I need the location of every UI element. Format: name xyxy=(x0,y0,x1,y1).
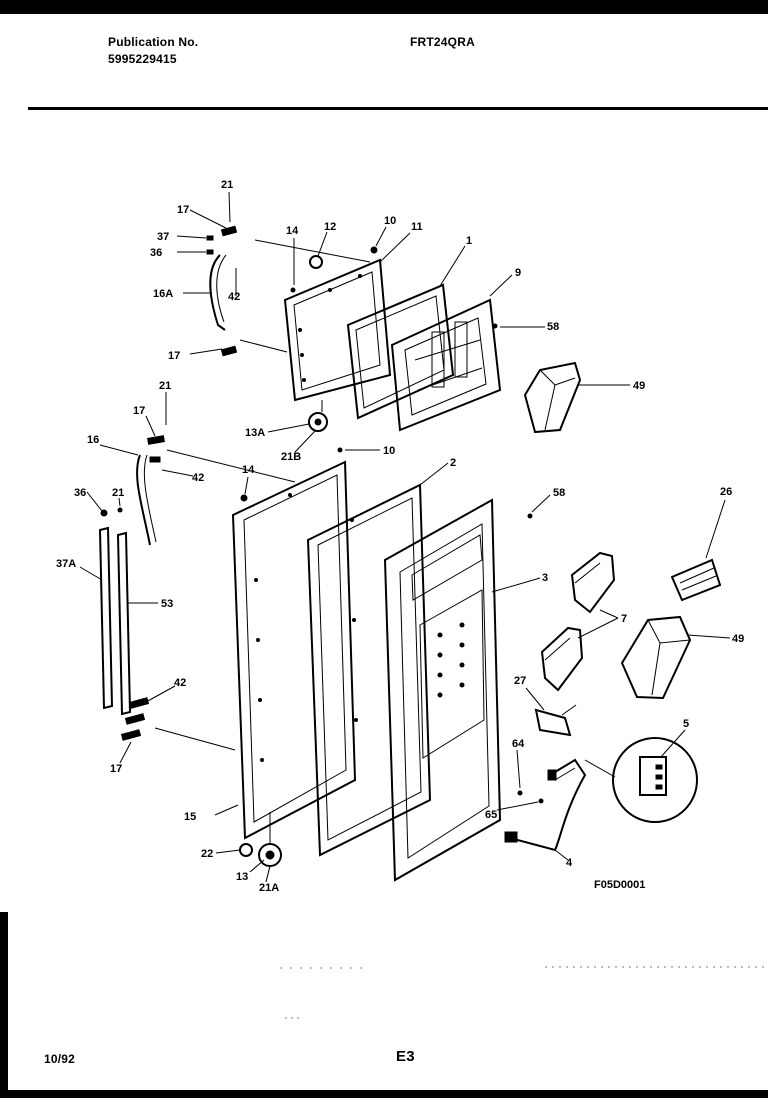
callout-42-mid: 42 xyxy=(192,472,204,484)
scan-artifacts xyxy=(280,966,765,1019)
callout-27: 27 xyxy=(514,675,526,687)
callout-49-low: 49 xyxy=(732,633,744,645)
callout-13: 13 xyxy=(236,871,248,883)
callout-9: 9 xyxy=(515,267,521,279)
callout-17-top: 17 xyxy=(177,204,189,216)
freezer-screw-10-top xyxy=(370,246,378,254)
scan-edge-mark xyxy=(0,912,8,1098)
freezer-screw-10-mid xyxy=(337,447,343,453)
fresh-food-door-liner xyxy=(383,498,502,882)
stop-22 xyxy=(239,843,253,857)
callout-21-low: 21 xyxy=(112,487,124,499)
upper-leader-lines xyxy=(176,191,630,453)
shelf-rail-7-lower xyxy=(540,626,584,692)
callout-26: 26 xyxy=(720,486,732,498)
callout-42-top: 42 xyxy=(228,291,240,303)
callout-22: 22 xyxy=(201,848,213,860)
hinge-bushing-21a xyxy=(265,850,275,860)
figure-code: F05D0001 xyxy=(594,879,645,891)
callout-65: 65 xyxy=(485,809,497,821)
freezer-hinge-bushing xyxy=(314,418,322,426)
fresh-food-door-gasket xyxy=(306,483,432,857)
callout-21b: 21B xyxy=(281,451,301,463)
callout-14-mid: 14 xyxy=(242,464,255,476)
lower-hinge-parts xyxy=(120,697,150,741)
callout-17-mid: 17 xyxy=(168,350,180,362)
footer-date: 10/92 xyxy=(44,1052,76,1066)
callout-12: 12 xyxy=(324,221,336,233)
callout-21-mid: 21 xyxy=(159,380,171,392)
callout-36-top: 36 xyxy=(150,247,162,259)
callout-10-top: 10 xyxy=(384,215,396,227)
callout-37: 37 xyxy=(157,231,169,243)
dairy-door-27 xyxy=(534,704,577,737)
publication-label: Publication No. xyxy=(108,35,199,49)
bottom-border-bar xyxy=(0,1090,768,1098)
callout-37a: 37A xyxy=(56,558,76,570)
callout-7: 7 xyxy=(621,613,627,625)
fresh-food-screw-58 xyxy=(527,513,533,519)
detail-inset-5 xyxy=(612,737,698,823)
fresh-food-screw-14 xyxy=(240,494,248,502)
callout-13a: 13A xyxy=(245,427,265,439)
fresh-food-door-outer-panel xyxy=(231,460,358,840)
shelf-rail-7-upper xyxy=(570,551,616,614)
shelf-26 xyxy=(670,558,722,602)
freezer-screw-58-top xyxy=(492,323,498,329)
freezer-plug-button xyxy=(309,255,323,269)
callout-21a: 21A xyxy=(259,882,279,894)
handle-4 xyxy=(504,758,587,852)
freezer-screw-14-top xyxy=(290,287,296,293)
model-number: FRT24QRA xyxy=(410,35,475,49)
freezer-door-bin xyxy=(523,361,582,434)
footer-page-number: E3 xyxy=(396,1048,415,1065)
fresh-food-screw-36 xyxy=(100,509,108,517)
callout-15: 15 xyxy=(184,811,196,823)
callout-36-low: 36 xyxy=(74,487,86,499)
freezer-door-liner xyxy=(390,298,502,432)
callout-53: 53 xyxy=(161,598,173,610)
fresh-food-handle xyxy=(136,435,165,546)
lower-leader-lines xyxy=(79,392,731,883)
callout-64: 64 xyxy=(512,738,525,750)
callout-49-top: 49 xyxy=(633,380,645,392)
publication-number: 5995229415 xyxy=(108,52,177,66)
freezer-handle xyxy=(206,225,238,357)
callout-16: 16 xyxy=(87,434,99,446)
freezer-door-gasket xyxy=(346,283,455,420)
callout-16a: 16A xyxy=(153,288,173,300)
fresh-food-screw-21 xyxy=(117,507,123,513)
callout-17-low: 17 xyxy=(110,763,122,775)
freezer-door-outer-panel xyxy=(283,258,392,402)
trim-strip-37a xyxy=(98,526,114,710)
callout-3: 3 xyxy=(542,572,548,584)
callout-17-mid2: 17 xyxy=(133,405,145,417)
top-border-bar xyxy=(0,0,768,14)
callout-1: 1 xyxy=(466,235,472,247)
callout-2: 2 xyxy=(450,457,456,469)
callout-4: 4 xyxy=(566,857,573,869)
callout-5: 5 xyxy=(683,718,689,730)
callout-58-top: 58 xyxy=(547,321,559,333)
callout-21-top: 21 xyxy=(221,179,233,191)
callout-58-mid: 58 xyxy=(553,487,565,499)
callout-11: 11 xyxy=(411,221,423,233)
door-bin-49-lower xyxy=(620,615,692,700)
callout-10-mid: 10 xyxy=(383,445,395,457)
callout-42-low: 42 xyxy=(174,677,186,689)
callout-14-top: 14 xyxy=(286,225,299,237)
screw-64 xyxy=(517,790,523,796)
header-rule xyxy=(28,107,768,110)
trim-strip-53 xyxy=(116,531,132,716)
screw-65 xyxy=(538,798,544,804)
callout-labels: 21 17 37 36 16A 42 17 14 12 10 11 1 9 58… xyxy=(56,179,744,894)
